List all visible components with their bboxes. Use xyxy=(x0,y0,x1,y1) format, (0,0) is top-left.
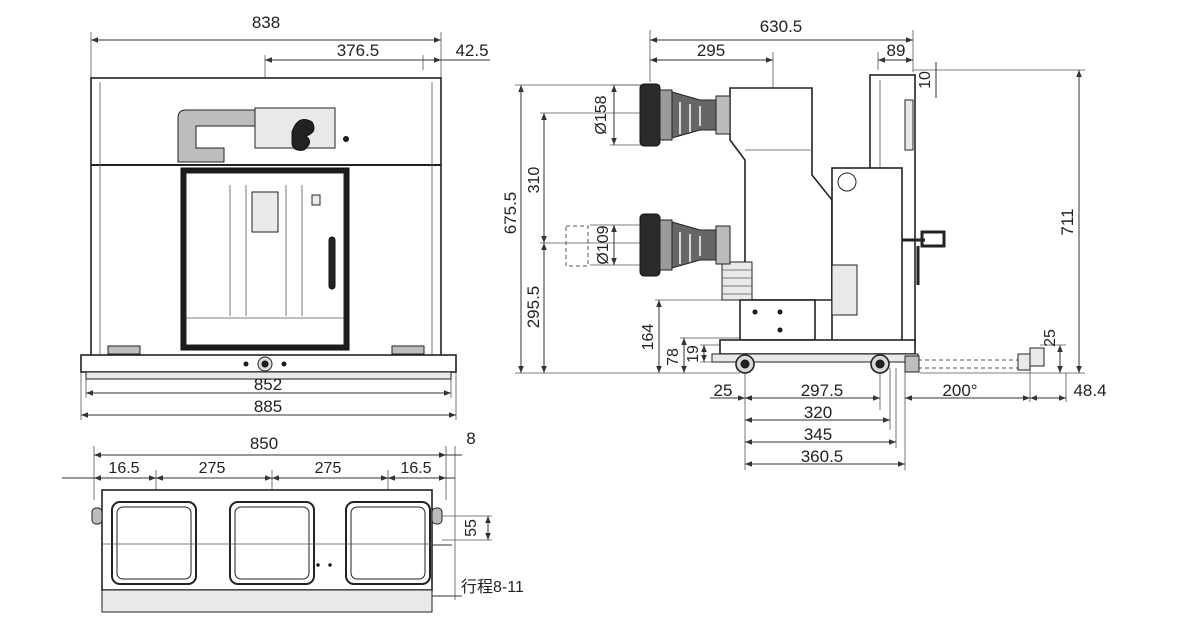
side-wheel-spacing: 297.5 xyxy=(801,381,844,400)
side-upper-bushing-dia: Ø158 xyxy=(593,95,610,134)
top-right-end: 8 xyxy=(466,429,475,448)
top-view: 850 8 16.5 275 275 16.5 55 行程8-11 xyxy=(62,429,524,613)
front-view: 838 376.5 42.5 852 885 xyxy=(80,13,490,420)
side-travel: 200° xyxy=(942,381,977,400)
side-rear-depth: 89 xyxy=(887,41,906,60)
side-base-height: 19 xyxy=(685,345,702,363)
top-right-margin: 16.5 xyxy=(400,460,431,477)
top-pitch-2: 275 xyxy=(315,460,342,477)
side-depth: 630.5 xyxy=(760,17,803,36)
front-total-width: 885 xyxy=(254,397,282,416)
side-front-depth: 295 xyxy=(697,41,725,60)
side-view: 630.5 295 89 10 Ø158 Ø109 310 675.5 295.… xyxy=(501,17,1107,470)
top-pitch-1: 275 xyxy=(199,460,226,477)
side-lower-bushing-height: 295.5 xyxy=(524,286,543,329)
front-right-margin: 42.5 xyxy=(455,41,488,60)
side-lower-bushing-dia: Ø109 xyxy=(595,225,612,264)
side-rail-span-2: 345 xyxy=(804,425,832,444)
top-side-offset: 55 xyxy=(463,519,480,537)
top-left-margin: 16.5 xyxy=(108,460,139,477)
side-overall-height-left: 675.5 xyxy=(501,192,520,235)
front-overall-width: 838 xyxy=(252,13,280,32)
front-offset-width: 376.5 xyxy=(337,41,380,60)
side-rail-offset: 48.4 xyxy=(1073,381,1106,400)
top-total-width: 850 xyxy=(250,434,278,453)
side-overall-height-right: 711 xyxy=(1058,208,1077,235)
side-top-step: 10 xyxy=(917,71,934,89)
side-rail-span-3: 360.5 xyxy=(801,447,844,466)
side-wheel-offset: 25 xyxy=(714,381,733,400)
side-frame-height: 164 xyxy=(640,324,657,351)
side-rail-height: 25 xyxy=(1042,329,1059,347)
side-bushing-pitch: 310 xyxy=(526,167,543,194)
top-stroke-note: 行程8-11 xyxy=(461,578,524,596)
front-base-width: 852 xyxy=(254,375,282,394)
side-wheel-axis-height: 78 xyxy=(665,348,682,366)
side-rail-span-1: 320 xyxy=(804,403,832,422)
